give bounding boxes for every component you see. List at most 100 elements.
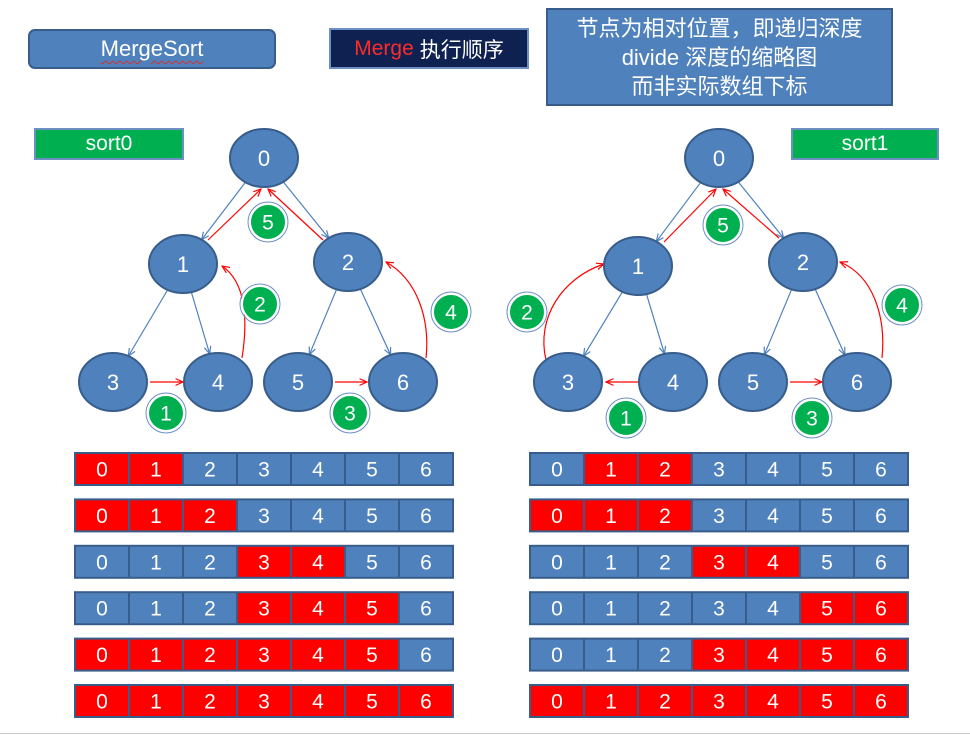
tree0-row-4-cell-0 <box>76 593 128 624</box>
tree0-row-4-cell-5 <box>346 593 398 624</box>
tree1-merge-arrow-3 <box>840 262 884 359</box>
tree0-row-5-cell-3-label: 3 <box>258 644 270 667</box>
tree0-node-0-label: 0 <box>258 146 270 171</box>
tree0-merge-arrow-5 <box>268 189 324 241</box>
tree1-node-5-label: 5 <box>747 370 759 395</box>
merge-order-label: Merge 执行顺序 <box>329 28 529 69</box>
tree0-step-3-badge: 3 <box>329 392 371 434</box>
tree0-row-6-cell-4 <box>292 686 344 716</box>
tree0-row-3-cell-4-label: 4 <box>312 551 324 574</box>
tree1-row-4-cell-1-label: 1 <box>605 598 617 621</box>
tree0-row-3-cell-5-label: 5 <box>366 551 378 574</box>
tree0-row-4-cell-4-label: 4 <box>312 598 324 621</box>
tree1-row-3-cell-2 <box>639 546 691 577</box>
tree0-step-3-label: 3 <box>344 403 356 426</box>
tree0-row-2-cell-2-label: 2 <box>204 505 216 528</box>
mergesort-title-button[interactable]: MergeSort <box>28 29 276 69</box>
tree1-node-4: 4 <box>638 352 708 412</box>
tree0-row-6-cell-3 <box>238 686 290 716</box>
tree1-step-4-badge: 4 <box>881 284 923 326</box>
tree1-row-1-cell-3 <box>693 454 745 484</box>
tree1-row-5-cell-6 <box>855 639 907 670</box>
tree1-row-2-cell-2-label: 2 <box>659 505 671 528</box>
tree0-row-3-cell-2 <box>184 546 236 577</box>
tree0-row-1-cell-6-label: 6 <box>420 459 432 482</box>
tree1-divide-edge-0-2 <box>737 181 783 238</box>
tree0-node-4: 4 <box>183 352 253 412</box>
tree0-row-2-cell-0 <box>76 500 128 531</box>
tree0-row-2-cell-3-label: 3 <box>258 505 270 528</box>
tree0-row-1-cell-6 <box>400 454 452 484</box>
tree0-row-1-cell-2 <box>184 454 236 484</box>
tree1-step-5-badge: 5 <box>702 204 744 246</box>
tree1-row-1-cell-5 <box>801 454 853 484</box>
tree0-row-3-cell-6 <box>400 546 452 577</box>
tree0-row-4-cell-1-label: 1 <box>150 598 162 621</box>
tree1-divide-edge-1-4 <box>645 293 664 354</box>
note-line-3: 而非实际数组下标 <box>631 73 808 99</box>
tree0-row-3-cell-3 <box>238 546 290 577</box>
tree1-row-3-cell-6 <box>855 546 907 577</box>
tree0-row-5-cell-0-label: 0 <box>96 644 108 667</box>
tree0-row-6-cell-0-label: 0 <box>96 691 108 714</box>
tree1-step-5-label: 5 <box>717 215 729 238</box>
tree0-row-5-cell-0 <box>76 639 128 670</box>
tree0-row-4-cell-1 <box>130 593 182 624</box>
tree0-row-4-cell-2 <box>184 593 236 624</box>
sort1-tag: sort1 <box>791 128 939 160</box>
tree1-row-1-cell-0 <box>531 454 583 484</box>
tree1-row-6-cell-4-label: 4 <box>767 691 779 714</box>
tree0-row-6-cell-6-label: 6 <box>420 691 432 714</box>
tree1-node-1: 1 <box>603 236 673 296</box>
tree1-row-3-cell-5-label: 5 <box>821 551 833 574</box>
tree1-merge-arrow-1 <box>543 264 604 361</box>
tree1-row-1-cell-5-label: 5 <box>821 459 833 482</box>
tree1-row-6-cell-1 <box>585 686 637 716</box>
tree1-row-6-cell-0 <box>531 686 583 716</box>
tree0-divide-edge-1-4 <box>190 291 209 354</box>
tree1-row-1-cell-3-label: 3 <box>713 459 725 482</box>
tree0-node-2-label: 2 <box>342 250 354 275</box>
tree1-divide-edge-2-5 <box>764 289 793 354</box>
tree0-divide-edge-1-3 <box>128 289 169 356</box>
tree1-node-2-label: 2 <box>797 250 809 275</box>
tree0-merge-arrow-4 <box>207 189 261 241</box>
tree0-node-3: 3 <box>78 352 148 412</box>
note-line-1: 节点为相对位置，即递归深度 <box>576 15 863 41</box>
tree1-row-1-cell-1 <box>585 454 637 484</box>
tree0-row-6-cell-4-label: 4 <box>312 691 324 714</box>
tree1-node-4-label: 4 <box>667 370 679 395</box>
tree0-row-2-cell-1 <box>130 500 182 531</box>
tree1-step-1-badge: 1 <box>605 397 647 439</box>
tree0-row-5-cell-4-label: 4 <box>312 644 324 667</box>
tree0-row-2-cell-0-label: 0 <box>96 505 108 528</box>
tree1-step-2-label: 2 <box>521 302 533 325</box>
tree1-row-4-cell-2-label: 2 <box>659 598 671 621</box>
tree0-row-1-cell-1 <box>130 454 182 484</box>
tree1-row-3-cell-5 <box>801 546 853 577</box>
tree0-row-1-cell-3-label: 3 <box>258 459 270 482</box>
tree1-row-2-cell-4-label: 4 <box>767 505 779 528</box>
tree0-row-2-cell-6-label: 6 <box>420 505 432 528</box>
tree0-row-3-cell-6-label: 6 <box>420 551 432 574</box>
tree1-row-5-cell-6-label: 6 <box>875 644 887 667</box>
tree0-row-6-cell-1 <box>130 686 182 716</box>
tree1-row-5-cell-0 <box>531 639 583 670</box>
tree1-row-5-cell-2 <box>639 639 691 670</box>
tree0-row-5-cell-6-label: 6 <box>420 644 432 667</box>
tree1-row-4-cell-4 <box>747 593 799 624</box>
tree1-row-3-cell-4-label: 4 <box>767 551 779 574</box>
tree1-row-5-cell-3-label: 3 <box>713 644 725 667</box>
tree0-merge-arrow-3 <box>386 262 428 359</box>
tree0-node-1-label: 1 <box>177 252 189 277</box>
tree1-divide-edge-0-1 <box>656 182 702 241</box>
tree1-row-1-cell-6 <box>855 454 907 484</box>
tree1-row-3-cell-0-label: 0 <box>551 551 563 574</box>
